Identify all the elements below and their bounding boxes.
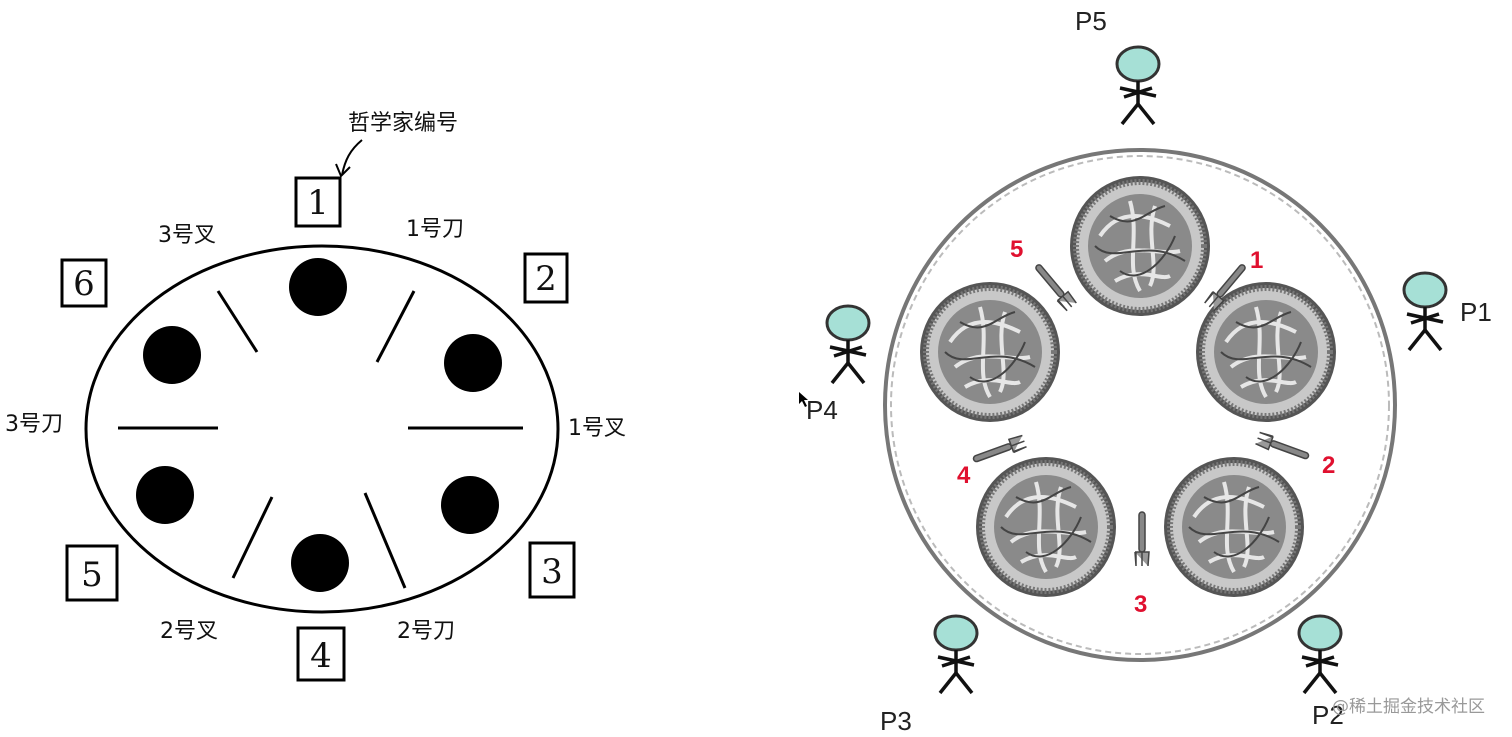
philosopher-p1-icon bbox=[1402, 271, 1448, 352]
right-diagram: 1 2 3 4 5 P1 P2 P3 P4 P5 bbox=[799, 6, 1492, 736]
plate-5 bbox=[136, 466, 194, 524]
utensil-lines bbox=[118, 290, 523, 589]
label-fork-1: 1号叉 bbox=[568, 416, 626, 441]
number-box-6: 6 bbox=[60, 258, 108, 308]
fork-number-3: 3 bbox=[1134, 591, 1147, 618]
caption-arrow bbox=[341, 139, 363, 176]
svg-text:6: 6 bbox=[73, 264, 95, 304]
caption-philosopher-number: 哲学家编号 bbox=[348, 111, 458, 136]
fork-number-5: 5 bbox=[1010, 236, 1023, 263]
fork-number-4: 4 bbox=[957, 462, 971, 489]
arrow-head-icon bbox=[335, 163, 351, 178]
label-knife-1: 1号刀 bbox=[406, 217, 464, 242]
number-box-5: 5 bbox=[65, 544, 119, 602]
plate-p3 bbox=[976, 457, 1116, 597]
utensil-3-fork bbox=[216, 290, 259, 353]
utensil-2-knife bbox=[363, 492, 407, 589]
utensil-1-knife bbox=[375, 290, 416, 363]
label-p3: P3 bbox=[880, 706, 912, 736]
number-box-3: 3 bbox=[528, 541, 576, 599]
plate-p2 bbox=[1164, 457, 1304, 597]
svg-text:2: 2 bbox=[535, 259, 557, 299]
number-box-4: 4 bbox=[296, 626, 346, 682]
fork-3-icon bbox=[1134, 511, 1150, 567]
fork-4-icon bbox=[970, 433, 1028, 467]
label-fork-2: 2号叉 bbox=[160, 619, 218, 644]
label-knife-3: 3号刀 bbox=[5, 412, 63, 437]
label-p4: P4 bbox=[806, 395, 838, 425]
label-knife-2: 2号刀 bbox=[397, 619, 455, 644]
fork-number-2: 2 bbox=[1322, 452, 1335, 479]
svg-text:3: 3 bbox=[541, 552, 563, 592]
label-p2: P2 bbox=[1312, 700, 1344, 730]
plate-2 bbox=[444, 334, 502, 392]
plate-6 bbox=[143, 326, 201, 384]
svg-text:1: 1 bbox=[307, 183, 329, 223]
left-diagram: 哲学家编号 1 2 3 4 5 6 3号叉 1号刀 3号刀 1号叉 2号叉 bbox=[5, 111, 626, 682]
fork-2-icon bbox=[1254, 430, 1312, 464]
plate-p4 bbox=[920, 282, 1060, 422]
number-box-1: 1 bbox=[294, 176, 342, 228]
philosopher-p4-icon bbox=[825, 304, 871, 385]
number-box-2: 2 bbox=[523, 252, 569, 304]
table-outline bbox=[883, 148, 1397, 662]
plate-4 bbox=[291, 534, 349, 592]
utensil-2-fork bbox=[231, 496, 274, 579]
philosopher-p5-icon bbox=[1115, 45, 1161, 126]
plate-3 bbox=[441, 476, 499, 534]
plate-p5 bbox=[1070, 176, 1210, 316]
svg-text:4: 4 bbox=[310, 636, 332, 676]
plate-1 bbox=[289, 258, 347, 316]
table-outline bbox=[84, 244, 560, 614]
label-p5: P5 bbox=[1075, 6, 1107, 36]
philosopher-p2-icon bbox=[1297, 614, 1343, 695]
watermark: @稀土掘金技术社区 bbox=[1332, 697, 1485, 717]
label-fork-3: 3号叉 bbox=[158, 223, 216, 248]
fork-number-1: 1 bbox=[1250, 247, 1263, 274]
mouse-cursor-icon bbox=[799, 392, 808, 407]
philosopher-p3-icon bbox=[933, 614, 979, 695]
svg-text:5: 5 bbox=[81, 555, 103, 595]
label-p1: P1 bbox=[1460, 297, 1492, 327]
plates bbox=[136, 258, 502, 592]
